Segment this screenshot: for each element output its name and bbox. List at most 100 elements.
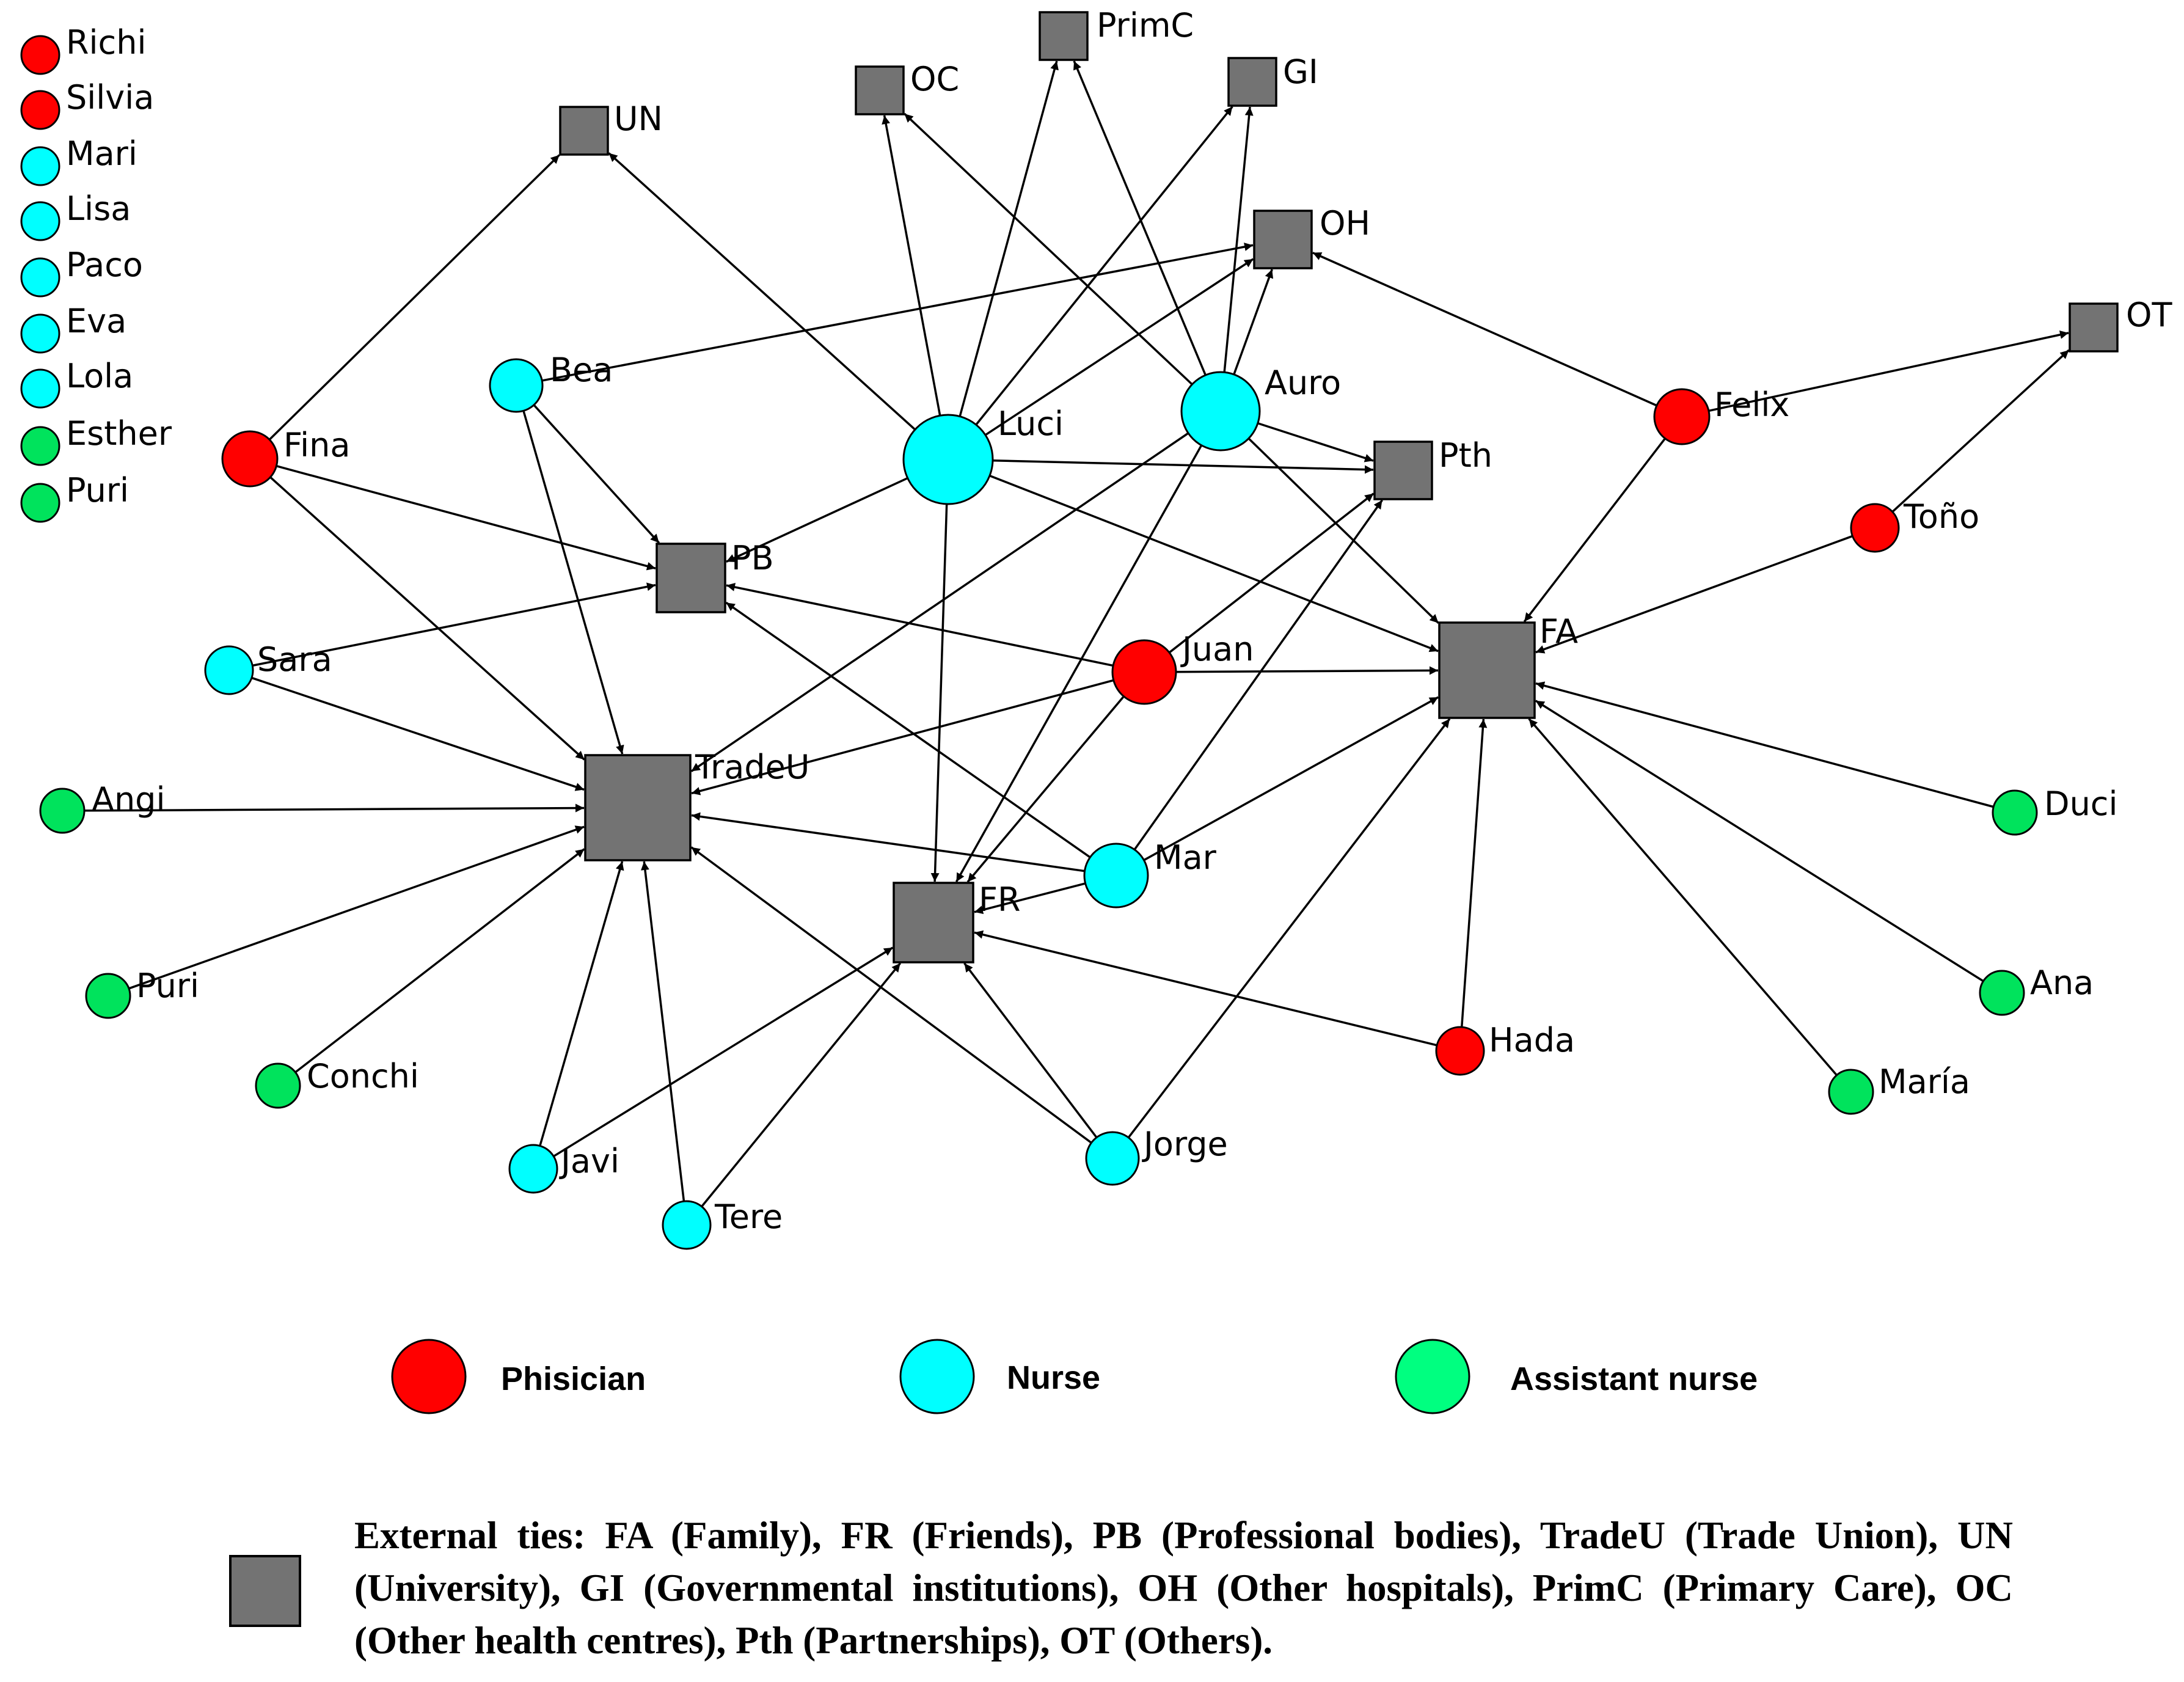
toplist-marker-lola-6	[20, 368, 60, 409]
edge-auro-to-fr	[955, 444, 1203, 883]
legend-nurse-marker	[899, 1339, 975, 1414]
edge-bea-to-oh	[541, 243, 1254, 382]
node-felix	[1653, 388, 1711, 445]
node-juan	[1111, 639, 1177, 705]
node-angi	[39, 788, 86, 834]
node-label-primc: PrimC	[1097, 6, 1194, 45]
edge-tere-to-fr	[701, 962, 902, 1207]
node-label-fa: FA	[1539, 612, 1578, 651]
toplist-marker-paco-4	[20, 257, 60, 298]
edge-mar-to-fr	[974, 882, 1086, 915]
edge-luci-to-gi	[975, 106, 1233, 426]
node-label-fr: FR	[979, 880, 1021, 919]
edge-jorge-to-tradeu	[690, 846, 1092, 1144]
node-label-auro: Auro	[1265, 364, 1341, 402]
edge-fina-to-tradeu	[269, 476, 585, 761]
edge-mar-to-pb	[725, 601, 1091, 858]
node-label-conchi: Conchi	[307, 1057, 419, 1095]
toplist-label-esther-7: Esther	[66, 414, 172, 453]
external-ties-caption: External ties: FA (Family), FR (Friends)…	[354, 1514, 2013, 1662]
edge-tere-to-tradeu	[640, 861, 685, 1202]
edge-luci-to-primc	[959, 60, 1059, 417]
node-label-un: UN	[614, 100, 663, 138]
edge-mar-to-pth	[1133, 499, 1383, 850]
node-tere	[662, 1200, 712, 1250]
node-label-sara: Sara	[257, 640, 332, 679]
toplist-label-lola-6: Lola	[66, 357, 133, 395]
edge-juan-to-fa	[1175, 666, 1439, 675]
node-oc	[855, 65, 905, 115]
nodes: UNOCPrimCGIOHOTPthPBFATradeUFRBeaLuciAur…	[39, 6, 2173, 1250]
edge-felix-to-oh	[1312, 252, 1657, 407]
node-label-duci: Duci	[2044, 784, 2118, 823]
edge-auro-to-primc	[1073, 60, 1207, 376]
node-label-pb: PB	[731, 539, 774, 577]
node-label-gi: GI	[1283, 53, 1318, 91]
toplist-marker-silvia-1	[20, 90, 60, 130]
node-label-luci: Luci	[998, 404, 1064, 443]
legend-nurse-label: Nurse	[1007, 1359, 1100, 1396]
toplist-marker-lisa-3	[20, 201, 60, 241]
toplist-label-puri-8: Puri	[66, 471, 129, 510]
toplist-label-paco-4: Paco	[66, 246, 143, 284]
edge-felix-to-ot	[1708, 330, 2069, 412]
edge-sara-to-pb	[252, 582, 656, 667]
node-label-felix: Felix	[1714, 386, 1789, 424]
edge-tono-to-fa	[1535, 535, 1853, 654]
toplist-marker-richi-0	[20, 35, 60, 75]
edge-hada-to-fa	[1461, 719, 1488, 1028]
node-javi	[508, 1144, 558, 1194]
node-fa	[1438, 621, 1536, 719]
node-primc	[1039, 11, 1089, 61]
node-mar	[1083, 843, 1149, 909]
node-tono	[1850, 503, 1900, 553]
role-legend: Phisician Nurse Assistant nurse	[391, 1339, 1758, 1414]
node-pb	[656, 543, 726, 613]
node-fr	[893, 882, 974, 963]
node-label-oh: OH	[1320, 204, 1370, 243]
node-label-tono: Toño	[1903, 497, 1979, 536]
legend-assistant-nurse-label: Assistant nurse	[1510, 1361, 1758, 1397]
edge-luci-to-fr	[930, 503, 948, 882]
node-ana	[1979, 970, 2025, 1016]
node-maria	[1828, 1069, 1874, 1115]
node-conchi	[255, 1062, 301, 1109]
edge-luci-to-un	[608, 152, 916, 431]
node-puri2	[85, 973, 131, 1019]
edge-fina-to-un	[268, 154, 560, 441]
external-tie-marker	[229, 1555, 301, 1627]
edge-luci-to-pb	[726, 477, 908, 563]
edge-javi-to-fr	[553, 946, 894, 1158]
edge-auro-to-gi	[1223, 106, 1254, 373]
node-label-maria: María	[1879, 1062, 1970, 1101]
node-bea	[489, 358, 544, 413]
node-label-jorge: Jorge	[1142, 1125, 1228, 1163]
edge-auro-to-oc	[904, 112, 1193, 386]
edge-auro-to-fa	[1247, 437, 1439, 624]
toplist-label-lisa-3: Lisa	[66, 189, 131, 228]
edge-juan-to-pth	[1168, 492, 1375, 654]
edge-bea-to-pb	[533, 404, 660, 544]
node-jorge	[1085, 1131, 1140, 1186]
edge-fina-to-pb	[276, 465, 656, 571]
node-gi	[1227, 57, 1277, 107]
edge-hada-to-fr	[974, 930, 1437, 1047]
node-label-pth: Pth	[1439, 436, 1492, 475]
node-label-mar: Mar	[1154, 838, 1217, 877]
node-label-tere: Tere	[714, 1198, 783, 1236]
edge-sara-to-tradeu	[251, 676, 585, 791]
node-fina	[221, 430, 279, 488]
node-label-ot: OT	[2126, 296, 2173, 334]
edge-juan-to-fr	[966, 695, 1125, 883]
edge-luci-to-pth	[992, 459, 1374, 474]
toplist-marker-puri-8	[20, 483, 60, 523]
edge-juan-to-pb	[726, 583, 1114, 667]
edge-bea-to-tradeu	[522, 410, 624, 755]
edge-juan-to-tradeu	[691, 679, 1114, 795]
node-label-puri2: Puri	[136, 967, 199, 1005]
node-oh	[1253, 210, 1313, 269]
node-duci	[1992, 789, 2038, 836]
node-label-ana: Ana	[2030, 963, 2094, 1002]
